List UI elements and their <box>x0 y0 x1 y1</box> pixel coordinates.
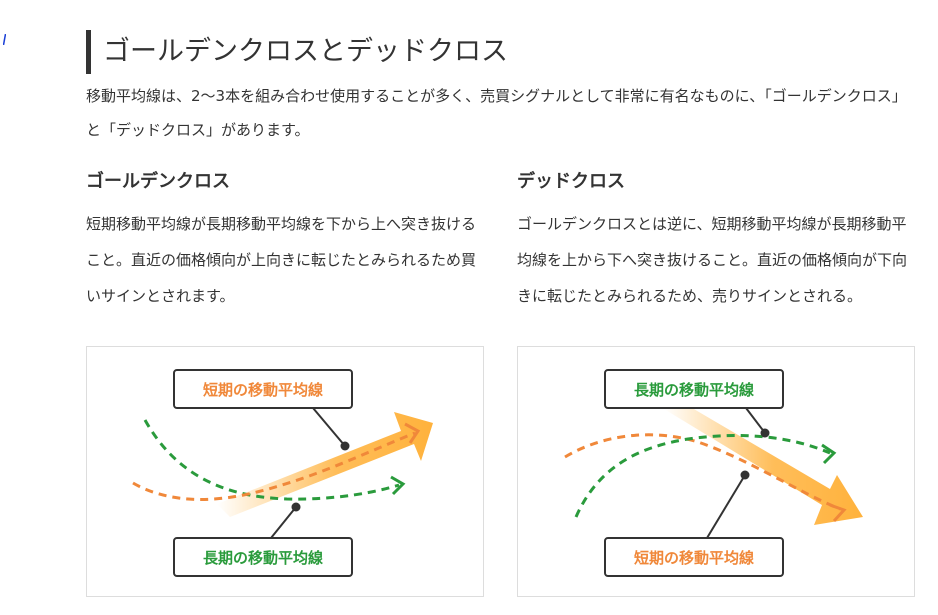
dead-cross-illustration: 長期の移動平均線 短期の移動平均線 <box>564 369 863 577</box>
golden-cross-illustration: 短期の移動平均線 長期の移動平均線 <box>132 369 433 577</box>
intro-paragraph: 移動平均線は、2〜3本を組み合わせ使用することが多く、売買シグナルとして非常に有… <box>86 87 907 139</box>
short-label-dot <box>340 441 350 451</box>
short-ma-line <box>132 431 416 501</box>
short-label-box <box>604 537 784 577</box>
short-label-dot <box>740 470 750 480</box>
short-ma-arrowhead-icon <box>404 422 421 444</box>
short-label-pointer <box>312 407 346 447</box>
dead-cross-column: デッドクロス ゴールデンクロスとは逆に、短期移動平均線が長期移動平均線を上から下… <box>517 166 917 314</box>
golden-cross-description: 短期移動平均線が長期移動平均線を下から上へ突き抜けること。直近の価格傾向が上向き… <box>86 215 477 305</box>
long-ma-line <box>574 434 831 518</box>
long-label-dot <box>760 428 770 438</box>
dead-cross-description: ゴールデンクロスとは逆に、短期移動平均線が長期移動平均線を上から下へ突き抜けるこ… <box>517 215 908 305</box>
short-ma-label: 短期の移動平均線 <box>634 549 754 567</box>
golden-cross-title: ゴールデンクロス <box>86 171 230 192</box>
long-label-pointer <box>745 407 766 434</box>
long-ma-label: 長期の移動平均線 <box>203 549 323 567</box>
long-label-pointer <box>270 506 297 539</box>
long-ma-label: 長期の移動平均線 <box>634 381 754 399</box>
trend-up-arrow <box>217 412 433 517</box>
short-ma-arrowhead-icon <box>829 503 847 523</box>
long-label-box <box>604 369 784 409</box>
dead-cross-title: デッドクロス <box>517 171 625 192</box>
long-label-dot <box>291 502 301 512</box>
long-ma-arrowhead-icon <box>390 475 406 496</box>
golden-cross-column: ゴールデンクロス 短期移動平均線が長期移動平均線を下から上へ突き抜けること。直近… <box>86 166 486 314</box>
section-heading: ゴールデンクロスとデッドクロス <box>86 30 906 75</box>
golden-cross-figure: 短期の移動平均線 長期の移動平均線 <box>86 346 484 597</box>
short-label-pointer <box>706 474 746 539</box>
short-ma-label: 短期の移動平均線 <box>203 381 323 399</box>
long-ma-arrowhead-icon <box>821 443 837 465</box>
trend-down-arrow <box>664 395 863 525</box>
short-label-box <box>173 369 353 409</box>
edge-mark-icon <box>3 34 6 45</box>
dead-cross-figure: 長期の移動平均線 短期の移動平均線 <box>517 346 915 597</box>
long-label-box <box>173 537 353 577</box>
long-ma-line <box>143 419 400 501</box>
